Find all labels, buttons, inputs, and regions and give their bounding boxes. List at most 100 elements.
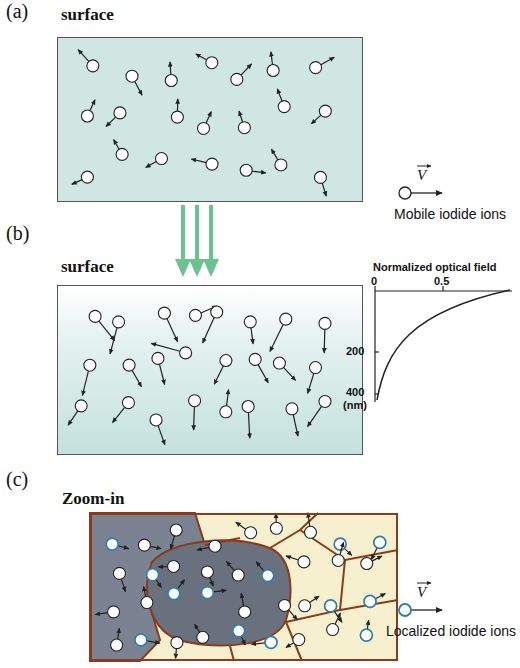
iodide-ion	[189, 395, 201, 407]
ion-arrow	[118, 628, 120, 639]
iodide-ion	[209, 540, 221, 552]
tick-label: 400	[346, 386, 364, 398]
iodide-ion	[206, 57, 218, 69]
iodide-ion	[170, 524, 182, 536]
iodide-ion	[275, 159, 287, 171]
ion-arrow	[90, 100, 95, 111]
iodide-ion	[265, 636, 277, 648]
iodide-ion	[220, 355, 232, 367]
ion-arrow	[371, 548, 377, 560]
iodide-ion	[304, 526, 316, 538]
iodide-ion	[286, 403, 298, 415]
ion-arrow	[99, 321, 115, 341]
iodide-ion	[198, 122, 210, 134]
ion-arrow	[82, 371, 88, 395]
panel-heading: surface	[61, 5, 114, 25]
iodide-ion	[165, 75, 177, 87]
iodide-ion	[84, 359, 96, 371]
ion-arrow	[252, 171, 266, 173]
iodide-ion	[158, 307, 170, 319]
ion-arrow	[324, 329, 326, 352]
iodide-ion	[113, 567, 125, 579]
iodide-ion	[249, 353, 261, 365]
ion-arrow	[335, 613, 340, 624]
ion-arrow	[252, 643, 266, 644]
ion-arrow	[241, 64, 252, 75]
iodide-ion	[244, 316, 256, 328]
ion-arrow	[241, 593, 243, 606]
iodide-ion	[273, 357, 285, 369]
iodide-ion	[113, 316, 125, 328]
iodide-ion	[361, 557, 373, 569]
iodide-ion	[278, 101, 290, 113]
ion-arrow	[239, 111, 243, 122]
panel-letter: (c)	[6, 468, 28, 491]
tick-label: 0	[371, 275, 377, 287]
iodide-ion	[87, 60, 99, 72]
ion-arrow	[236, 522, 246, 529]
iodide-ion	[280, 313, 292, 325]
ion-arrow	[206, 112, 211, 123]
ion-arrow	[110, 328, 117, 354]
ion-arrow	[197, 547, 209, 550]
ion-arrow	[227, 562, 235, 571]
ion-arrow	[322, 183, 326, 196]
iodide-ion	[135, 634, 147, 646]
iodide-ion	[141, 597, 153, 609]
ion-arrow	[159, 364, 164, 384]
ion-arrow	[293, 415, 298, 437]
ion-arrow	[151, 343, 179, 351]
iodide-ion	[168, 560, 180, 572]
iodide-ion	[334, 538, 346, 550]
ion-arrow	[271, 52, 273, 65]
ion-arrow	[251, 328, 253, 344]
ion-arrow	[308, 373, 314, 393]
ion-arrow	[310, 596, 319, 602]
iodide-ion	[81, 110, 93, 122]
field-graph	[375, 286, 512, 402]
iodide-ion	[231, 73, 243, 85]
iodide-ion	[147, 569, 159, 581]
panel-box: surface	[57, 37, 363, 202]
ion-arrow	[167, 319, 178, 342]
ion-arrow	[193, 407, 195, 430]
iodide-ion	[245, 527, 257, 539]
panel-box: surface	[57, 285, 363, 455]
ion-arrow	[146, 161, 157, 167]
ion-arrow	[195, 624, 200, 632]
grain	[147, 540, 290, 645]
ion-arrow	[334, 611, 342, 622]
panel-letter: (a)	[6, 0, 28, 23]
light-arrows	[175, 205, 219, 277]
ion-arrow	[72, 180, 82, 185]
ion-arrow	[114, 140, 120, 150]
ion-arrow	[156, 580, 161, 588]
iodide-ion	[201, 566, 213, 578]
iodide-ion	[239, 606, 251, 618]
iodide-ion	[108, 606, 120, 618]
ion-arrow	[227, 390, 229, 406]
ion-arrow	[271, 149, 277, 160]
iodide-ion	[293, 634, 305, 646]
iodide-ion	[279, 599, 291, 611]
iodide-ion	[314, 171, 326, 183]
ion-arrow	[210, 578, 214, 586]
ion-arrow	[68, 411, 78, 425]
legend-text: Mobile iodide ions	[394, 206, 506, 222]
iodide-ion	[364, 595, 376, 607]
legend-text: Localized iodide ions	[386, 623, 516, 639]
iodide-ion	[374, 536, 386, 548]
iodide-ion	[116, 148, 128, 160]
iodide-ion	[310, 62, 322, 74]
iodide-ion	[232, 569, 244, 581]
iodide-ion	[299, 600, 311, 612]
ion-arrow	[150, 546, 161, 548]
panel-heading: surface	[61, 257, 114, 277]
tick-label: 200	[346, 345, 364, 357]
iodide-ion	[171, 111, 183, 123]
iodide-ion	[211, 306, 223, 318]
ion-arrow	[375, 594, 385, 599]
iodide-ion	[150, 414, 162, 426]
ion-arrow	[308, 406, 322, 426]
